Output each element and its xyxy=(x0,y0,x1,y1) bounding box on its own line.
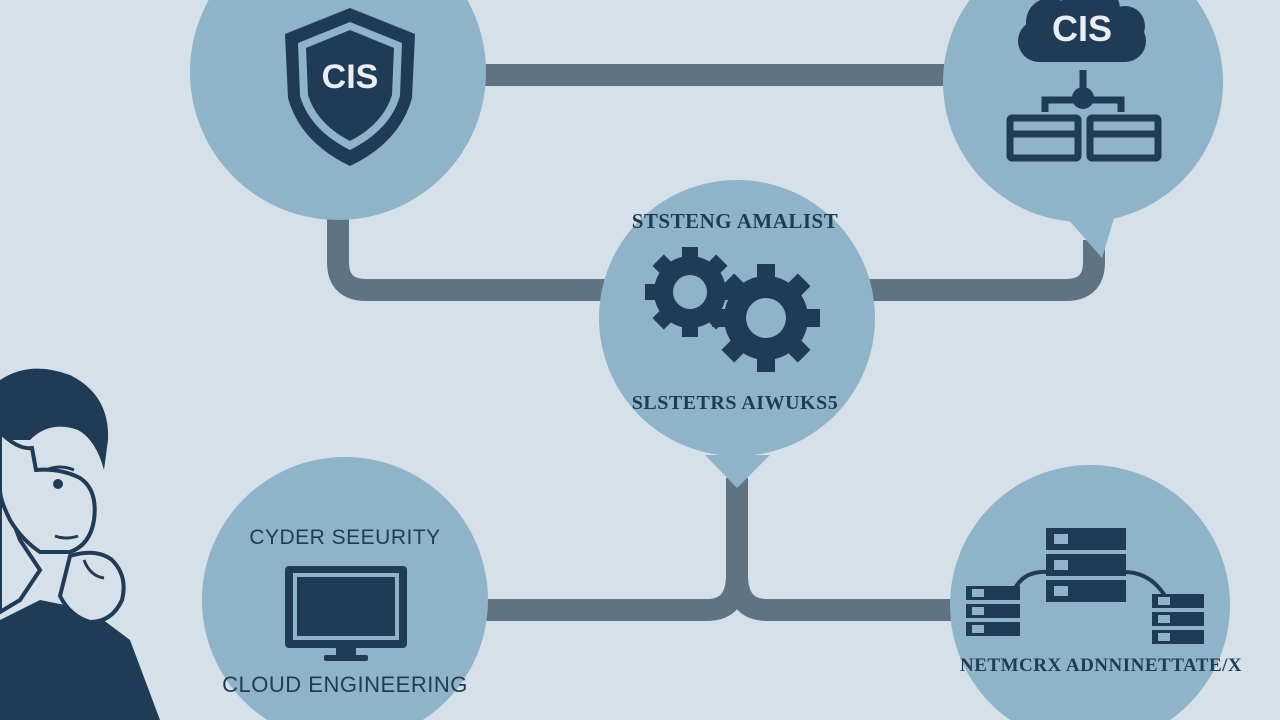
gears-icon xyxy=(645,247,820,372)
node-security-shield xyxy=(190,0,486,220)
systems-analyst-caption: SLSTETRS AIWUKS5 xyxy=(631,392,839,414)
network-tree-icon xyxy=(1006,70,1162,162)
connector-right-loop xyxy=(860,240,1105,301)
node-cyber-cloud xyxy=(202,457,488,720)
connector-left-loop xyxy=(327,210,620,301)
connector-center-down xyxy=(470,478,748,621)
cloud-icon xyxy=(1018,0,1146,62)
shield-badge-text: CIS xyxy=(321,58,379,96)
cloud-engineering-caption: CLOUD ENGINEERING xyxy=(222,672,468,697)
connectors xyxy=(327,64,1105,621)
monitor-icon xyxy=(285,566,407,661)
node-network-admin xyxy=(950,465,1230,720)
cloud-badge-text: CIS xyxy=(1051,8,1112,49)
systems-analyst-title: STSTENG AMALIST xyxy=(631,209,839,233)
network-admin-caption: NETMCRX ADNNINETTATE/X xyxy=(960,655,1243,676)
shield-icon xyxy=(285,8,415,166)
thinking-person-icon xyxy=(0,368,160,720)
connector-center-right xyxy=(726,574,965,621)
node-cloud-network xyxy=(943,0,1223,258)
node-systems-analyst xyxy=(599,180,875,488)
cyber-security-title: CYDER SEEURITY xyxy=(249,526,441,549)
